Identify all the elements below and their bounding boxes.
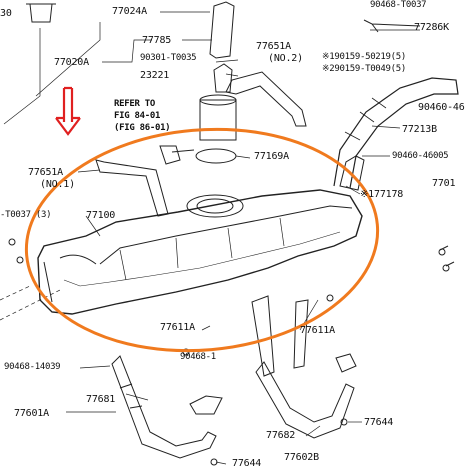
label-77020A: 77020A xyxy=(54,57,89,68)
label-23221: 23221 xyxy=(140,70,170,81)
label-77286K: 77286K xyxy=(414,22,449,33)
label-30: 30 xyxy=(0,8,12,19)
label-77024A: 77024A xyxy=(112,6,147,17)
label-77611A-left: 77611A xyxy=(160,322,195,333)
label-90468-T0037-top: 90468-T0037 xyxy=(370,0,427,10)
label-77611A-right: 77611A xyxy=(300,325,335,336)
label-77651A-no1: 77651A xyxy=(28,167,63,178)
label-90468-14039: 90468-14039 xyxy=(4,362,61,372)
label-77602B: 77602B xyxy=(284,452,319,463)
label-77213B: 77213B xyxy=(402,124,437,135)
highlight-arrow xyxy=(55,86,81,136)
label-77644-right: 77644 xyxy=(364,417,394,428)
reference-line1: REFER TO xyxy=(114,99,155,109)
label-77644-bottom: 77644 xyxy=(232,458,262,469)
reference-line3: (FIG 86-01) xyxy=(114,123,171,133)
label-77100: 77100 xyxy=(86,210,116,221)
label-177178: ※177178 xyxy=(360,189,404,200)
band-77602B xyxy=(255,361,355,439)
reference-line2: FIG 84-01 xyxy=(114,111,161,121)
fuel-tank xyxy=(37,189,363,315)
label-290159: ※290159-T0049(5) xyxy=(322,64,407,74)
label-77681: 77681 xyxy=(86,394,116,405)
label-90301-T0035: 90301-T0035 xyxy=(140,53,197,63)
highlight-ellipse xyxy=(24,127,380,353)
label-77651A-no2: 77651A xyxy=(256,41,291,52)
label-77601A: 77601A xyxy=(14,408,49,419)
label-7701: 7701 xyxy=(432,178,456,189)
label-90460-46: 90460-46 xyxy=(418,102,465,113)
filler-hose xyxy=(333,77,459,189)
label-190159: ※190159-50219(5) xyxy=(322,52,407,62)
label-77682: 77682 xyxy=(266,430,296,441)
strap-no2 xyxy=(225,71,307,127)
gasket xyxy=(195,148,237,164)
label-no2: (NO.2) xyxy=(268,53,303,64)
strap-no1 xyxy=(95,159,169,217)
label-90460-46005: 90460-46005 xyxy=(392,151,449,161)
label-no1: (NO.1) xyxy=(40,179,75,190)
label-77169A: 77169A xyxy=(254,151,289,162)
band-77601A xyxy=(111,355,217,459)
pump-opening xyxy=(186,194,244,218)
label-90468-fragment: 90468-1 xyxy=(180,352,216,362)
label-T0037-3: -T0037 (3) xyxy=(0,210,52,220)
pump-assembly xyxy=(209,1,235,59)
label-77785: 77785 xyxy=(142,35,172,46)
